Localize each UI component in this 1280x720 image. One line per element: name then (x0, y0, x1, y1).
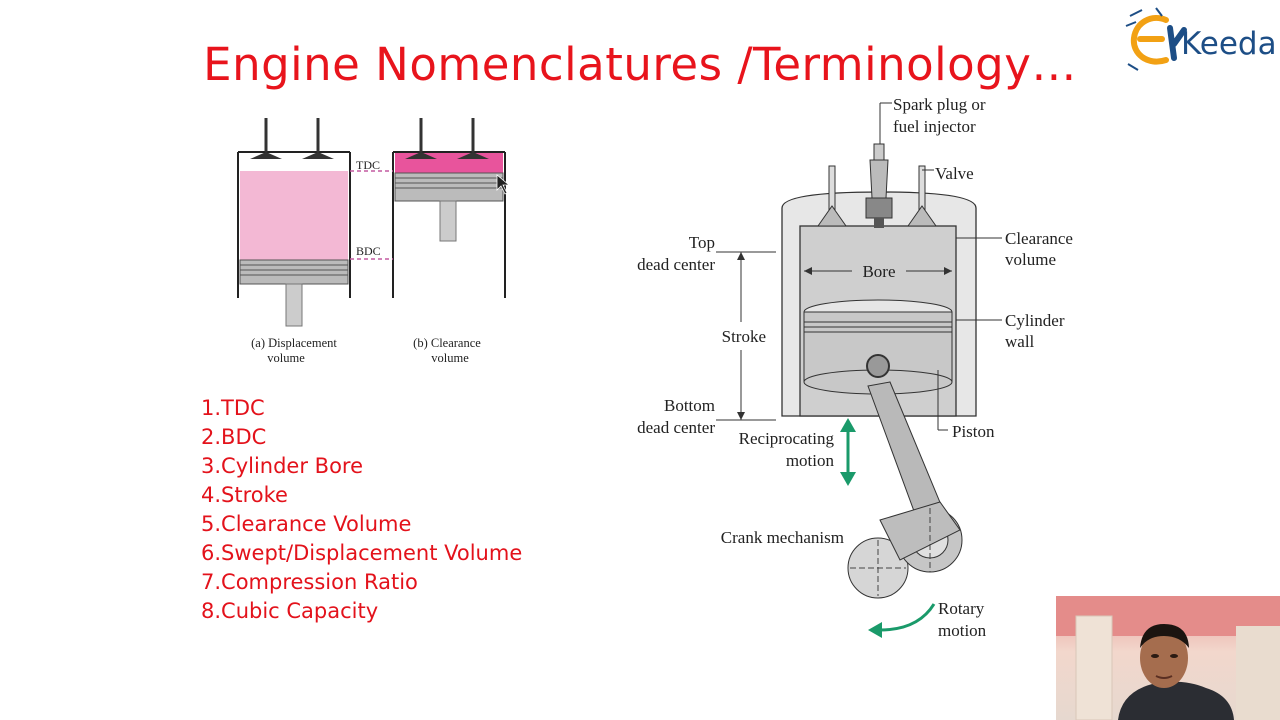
list-item: 3.Cylinder Bore (201, 454, 364, 478)
bottom-dead-center-label-2: dead center (637, 418, 715, 437)
tdc-label: TDC (356, 158, 380, 172)
presenter-avatar (1056, 596, 1280, 720)
logo-mark-icon (1125, 7, 1187, 71)
list-item: 8.Cubic Capacity (201, 599, 379, 623)
clearance-volume-diagram (392, 118, 511, 298)
piston-label: Piston (952, 422, 995, 441)
slide-title: Engine Nomenclatures /Terminology… (203, 38, 1077, 91)
bdc-label: BDC (356, 244, 381, 258)
clearance-volume-label-1: Clearance (1005, 229, 1073, 248)
mouse-cursor-icon (496, 174, 511, 195)
spark-plug-label-1: Spark plug or (893, 95, 986, 114)
logo-text: Keeda (1181, 26, 1277, 62)
caption-b-line1: (b) Clearance (413, 336, 481, 350)
reciprocating-motion-label-2: motion (786, 451, 835, 470)
reciprocating-arrow-icon (840, 418, 856, 486)
bottom-dead-center-label-1: Bottom (664, 396, 715, 415)
list-item: 2.BDC (201, 425, 267, 449)
caption-a-line1: (a) Displacement (251, 336, 337, 350)
rotary-arrow-icon (868, 603, 936, 638)
rotary-motion-label-1: Rotary (938, 599, 985, 618)
cylinder-wall-label-2: wall (1005, 332, 1035, 351)
displacement-volume-diagram (237, 118, 351, 327)
terminology-list: 1.TDC 2.BDC 3.Cylinder Bore 4.Stroke 5.C… (201, 394, 522, 626)
reciprocating-motion-label-1: Reciprocating (739, 429, 835, 448)
presenter-webcam (1056, 596, 1280, 720)
ekeeda-logo (1122, 6, 1274, 78)
list-item: 7.Compression Ratio (201, 570, 418, 594)
top-dead-center-label-2: dead center (637, 255, 715, 274)
valve-label: Valve (935, 164, 974, 183)
stroke-label: Stroke (722, 327, 766, 346)
engine-cross-section (781, 143, 977, 599)
spark-plug-label-2: fuel injector (893, 117, 976, 136)
clearance-volume-label-2: volume (1005, 250, 1056, 269)
list-item: 6.Swept/Displacement Volume (201, 541, 523, 565)
crank-mechanism-label: Crank mechanism (721, 528, 844, 547)
displacement-fill (240, 171, 348, 260)
bore-label: Bore (862, 262, 895, 281)
caption-a-line2: volume (267, 351, 305, 365)
cylinder-wall-label-1: Cylinder (1005, 311, 1065, 330)
caption-b-line2: volume (431, 351, 469, 365)
clearance-fill (395, 153, 503, 173)
list-item: 5.Clearance Volume (201, 512, 412, 536)
top-dead-center-label-1: Top (689, 233, 715, 252)
rotary-motion-label-2: motion (938, 621, 987, 640)
list-item: 4.Stroke (201, 483, 288, 507)
list-item: 1.TDC (201, 396, 265, 420)
